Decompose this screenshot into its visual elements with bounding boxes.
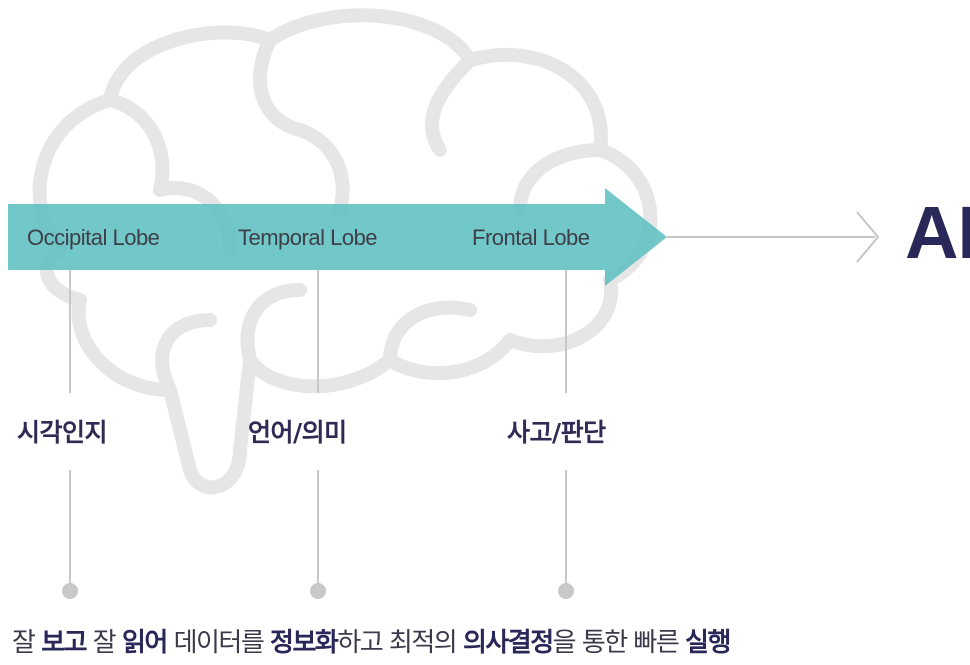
- ai-label: AI: [905, 191, 970, 274]
- caption-seg-3: 데이터를: [166, 628, 271, 658]
- caption-bold-5: 실행: [685, 628, 731, 658]
- caption-seg-1: 잘: [12, 628, 42, 658]
- caption-seg-2: 잘: [86, 628, 122, 658]
- connector-dot-temporal: [310, 583, 326, 599]
- connector-dot-occipital: [62, 583, 78, 599]
- caption-bold-3: 정보화: [270, 628, 339, 658]
- lobe-label-frontal: Frontal Lobe: [472, 225, 590, 250]
- function-label-judgment: 사고/판단: [507, 418, 606, 447]
- lobe-label-occipital: Occipital Lobe: [27, 225, 160, 250]
- process-arrow-shape: [8, 188, 667, 286]
- caption-bold-2: 읽어: [121, 628, 168, 658]
- caption-seg-4: 하고 최적의: [337, 628, 463, 658]
- caption-seg-5: 을 통한 빠른: [552, 628, 686, 658]
- function-label-visual: 시각인지: [17, 418, 108, 447]
- function-label-language: 언어/의미: [248, 418, 347, 447]
- caption: 잘 보고 잘 읽어 데이터를 정보화하고 최적의 의사결정을 통한 빠른 실행: [12, 622, 970, 659]
- caption-bold-1: 보고: [41, 628, 87, 658]
- lobe-label-temporal: Temporal Lobe: [238, 225, 378, 250]
- caption-bold-4: 의사결정: [462, 628, 554, 658]
- connector-dot-frontal: [558, 583, 574, 599]
